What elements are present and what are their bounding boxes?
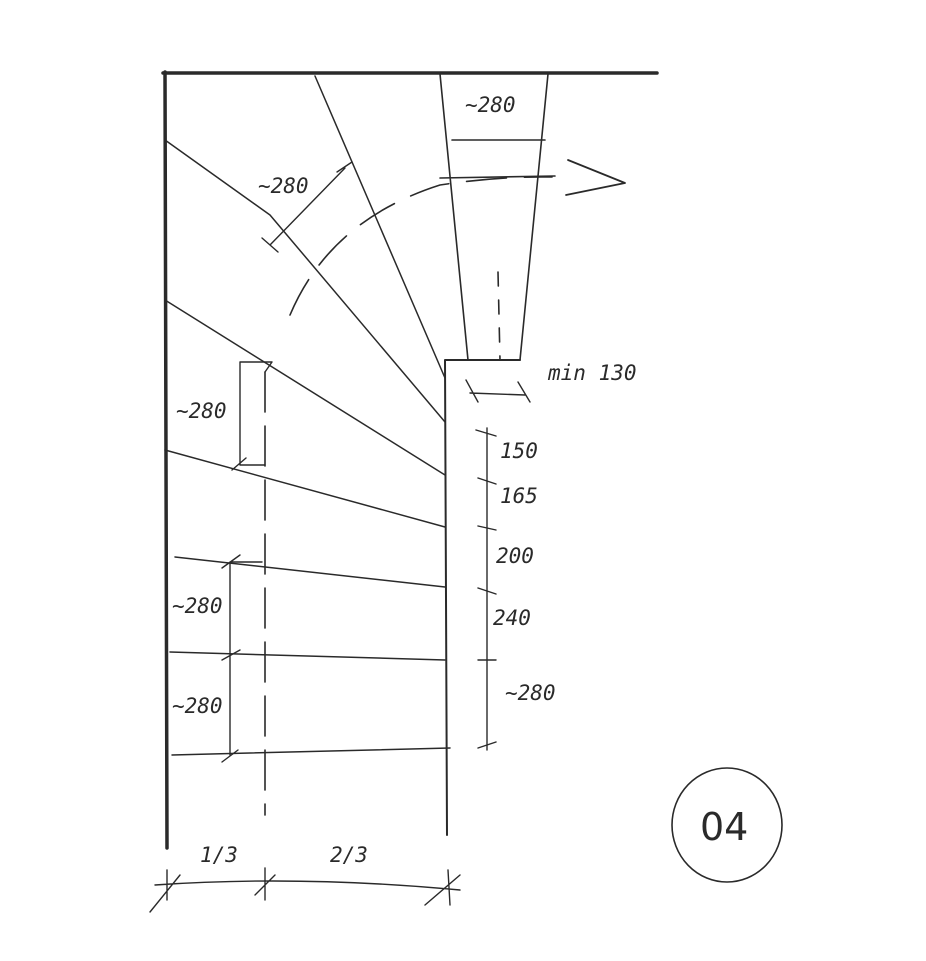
label-150: 150 <box>500 439 538 463</box>
label-diagonal-tread: ~280 <box>258 174 309 198</box>
direction-arrow-icon <box>565 159 626 196</box>
label-upper-left-tread: ~280 <box>176 399 227 423</box>
label-200: 200 <box>496 544 534 568</box>
label-min-width: min 130 <box>547 361 637 385</box>
winder-treads <box>164 75 451 756</box>
dimension-lines <box>149 161 531 913</box>
label-lower-left-tread-2: ~280 <box>172 694 223 718</box>
label-one-third: 1/3 <box>200 843 238 867</box>
label-lower-left-tread-1: ~280 <box>172 594 223 618</box>
sheet-number: 04 <box>700 805 748 849</box>
outer-walls <box>161 70 659 850</box>
label-top-right-width: ~280 <box>465 93 516 117</box>
label-inner-280: ~280 <box>505 681 556 705</box>
label-240: 240 <box>493 606 531 630</box>
walking-line-straight <box>497 271 501 361</box>
label-165: 165 <box>500 484 538 508</box>
upper-flight-stringers <box>439 73 556 361</box>
label-two-thirds: 2/3 <box>330 843 368 867</box>
inner-newel-line <box>444 359 521 836</box>
walking-line-arc <box>289 176 553 316</box>
sheet-number-circle <box>671 767 783 883</box>
